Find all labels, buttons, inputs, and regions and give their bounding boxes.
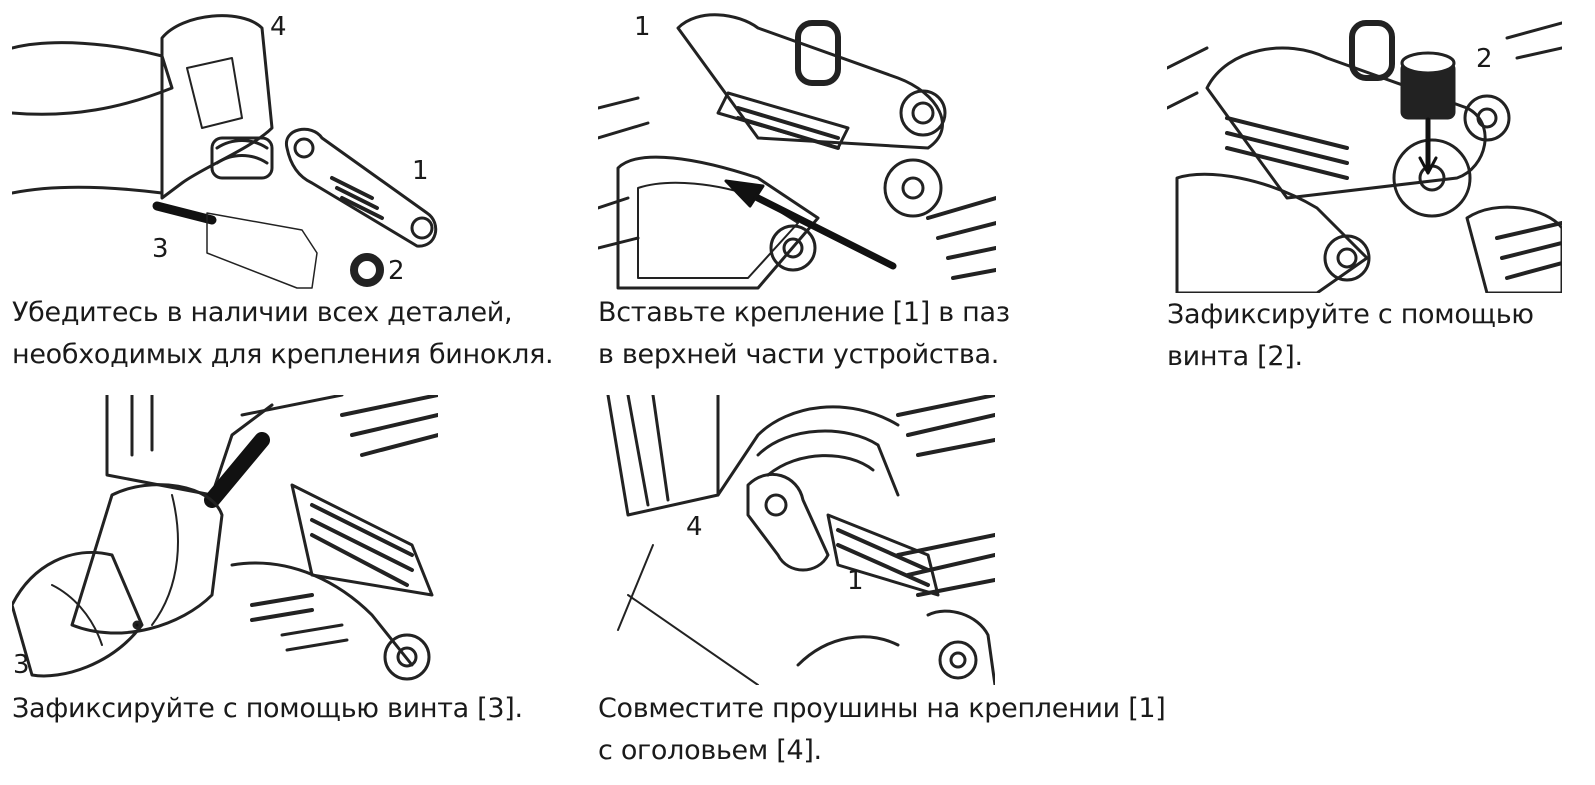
callout-3: 3 [13,650,30,680]
caption-line: необходимых для крепления бинокля. [12,339,554,370]
caption-line: Зафиксируйте с помощью [1167,299,1534,330]
caption-line: с оголовьем [4]. [598,735,822,766]
caption-line: Совместите проушины на креплении [1] [598,693,1166,724]
callout-1: 1 [847,566,864,596]
callout-1: 1 [412,156,429,186]
caption-line: Вставьте крепление [1] в паз [598,297,1010,328]
callout-2: 2 [388,256,405,286]
step-2-caption: Вставьте крепление [1] в паз в верхней ч… [598,292,1010,376]
callout-2: 2 [1476,44,1493,74]
callout-3: 3 [152,234,169,264]
callout-1: 1 [634,12,651,42]
caption-line: Зафиксируйте с помощью винта [3]. [12,693,523,724]
step-3-caption: Зафиксируйте с помощью винта [2]. [1167,294,1534,378]
caption-line: в верхней части устройства. [598,339,1000,370]
insert-mount-illustration [598,8,996,293]
step-4-caption: Зафиксируйте с помощью винта [3]. [12,688,523,730]
step-5-caption: Совместите проушины на креплении [1] с о… [598,688,1166,772]
callout-4: 4 [270,12,287,42]
fix-screw-3-illustration [12,395,438,685]
parts-overview-illustration [12,8,442,293]
caption-line: винта [2]. [1167,341,1303,372]
align-eyelets-illustration [598,395,995,685]
caption-line: Убедитесь в наличии всех деталей, [12,297,513,328]
fix-screw-2-illustration [1167,8,1562,293]
step-1-caption: Убедитесь в наличии всех деталей, необхо… [12,292,554,376]
callout-4: 4 [686,512,703,542]
